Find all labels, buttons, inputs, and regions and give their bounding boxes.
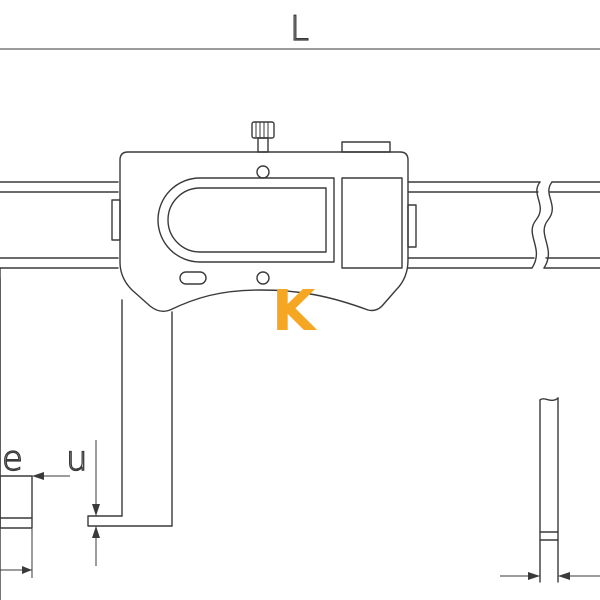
jaw-e-label: e xyxy=(2,439,23,479)
lower-hole xyxy=(256,271,270,285)
lock-screw-shaft xyxy=(257,137,269,153)
length-label: L xyxy=(290,9,309,49)
button-panel xyxy=(341,177,403,269)
movable-jaw xyxy=(87,299,173,527)
slot xyxy=(179,271,207,285)
upper-hole xyxy=(256,165,270,179)
beam-break-right xyxy=(543,181,553,269)
display-window-outer xyxy=(157,177,335,263)
lock-screw-head xyxy=(251,121,275,139)
beam-break-left xyxy=(531,181,541,269)
jaw-u-label: u xyxy=(66,439,88,479)
dimension-u: u xyxy=(65,438,100,566)
main-beam xyxy=(0,181,600,269)
blade-break xyxy=(539,397,559,401)
display-window-inner xyxy=(167,187,327,253)
slider-outline xyxy=(119,151,409,313)
length-dimension: L xyxy=(0,8,600,50)
fixed-jaw-tip xyxy=(0,475,33,529)
top-block xyxy=(341,141,391,153)
brand-logo: K xyxy=(272,279,318,344)
slider-body xyxy=(111,121,417,313)
right-blade xyxy=(500,397,600,583)
side-tab-left xyxy=(111,199,121,241)
movable-jaw-tip xyxy=(87,515,173,527)
side-tab-right xyxy=(407,204,417,248)
dimension-e: e xyxy=(0,438,70,578)
